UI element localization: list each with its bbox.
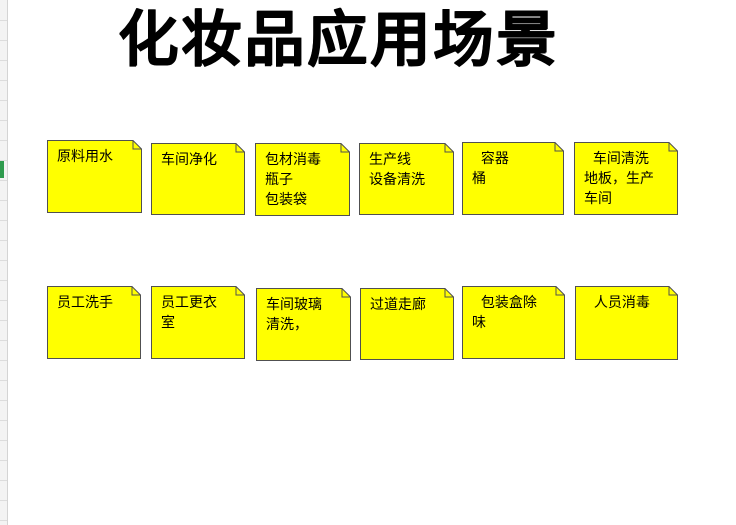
note-body (462, 286, 565, 359)
scenario-note[interactable]: 员工更衣 室 (151, 286, 245, 359)
row-divider (0, 320, 7, 321)
note-body (151, 286, 245, 359)
note-fold-corner (554, 142, 564, 152)
note-label: 过道走廊 (370, 297, 426, 313)
row-divider (0, 280, 7, 281)
note-fold-corner (235, 286, 245, 296)
note-shape (359, 143, 454, 215)
note-fold-corner (341, 288, 351, 298)
note-label: 原料用水 (57, 149, 113, 165)
row-header-strip (0, 0, 8, 525)
note-fold-corner (444, 143, 454, 153)
note-label: 包材消毒 瓶子 包装袋 (265, 152, 321, 208)
note-shape (462, 142, 564, 215)
note-body (47, 286, 141, 359)
scenario-note[interactable]: 员工洗手 (47, 286, 141, 359)
row-divider (0, 180, 7, 181)
row-divider (0, 240, 7, 241)
row-divider (0, 300, 7, 301)
row-divider (0, 140, 7, 141)
note-shape (575, 286, 678, 360)
row-divider (0, 200, 7, 201)
scenario-note[interactable]: 车间玻璃 清洗， (256, 288, 351, 361)
row-divider (0, 460, 7, 461)
row-divider (0, 480, 7, 481)
scenario-note[interactable]: 原料用水 (47, 140, 142, 213)
row-divider (0, 420, 7, 421)
note-label: 容器 桶 (472, 151, 509, 187)
row-divider (0, 380, 7, 381)
row-divider (0, 40, 7, 41)
note-fold-corner (555, 286, 565, 296)
note-body (359, 143, 454, 215)
scenario-note[interactable]: 车间净化 (151, 143, 245, 215)
note-body (462, 142, 564, 215)
note-body (151, 143, 245, 215)
page-title: 化妆品应用场景 (118, 5, 559, 75)
row-divider (0, 500, 7, 501)
note-body (360, 288, 454, 360)
note-shape (255, 143, 350, 216)
note-fold-corner (444, 288, 454, 298)
note-label: 车间玻璃 清洗， (266, 297, 322, 333)
note-fold-corner (668, 142, 678, 152)
scenario-note[interactable]: 人员消毒 (575, 286, 678, 360)
note-label: 包装盒除 味 (472, 295, 537, 331)
row-divider (0, 220, 7, 221)
note-shape (462, 286, 565, 359)
row-divider (0, 60, 7, 61)
row-divider (0, 360, 7, 361)
row-divider (0, 20, 7, 21)
scenario-note[interactable]: 包装盒除 味 (462, 286, 565, 359)
selected-row-marker (0, 160, 4, 178)
note-body (47, 140, 142, 213)
row-divider (0, 520, 7, 521)
note-shape (151, 286, 245, 359)
note-shape (256, 288, 351, 361)
note-label: 生产线 设备清洗 (369, 152, 425, 188)
row-divider (0, 340, 7, 341)
note-label: 人员消毒 (585, 295, 650, 311)
note-shape (47, 140, 142, 213)
note-label: 车间清洗 地板，生产 车间 (584, 151, 654, 207)
note-shape (574, 142, 678, 215)
row-divider (0, 100, 7, 101)
note-body (575, 286, 678, 360)
row-divider (0, 440, 7, 441)
note-shape (47, 286, 141, 359)
note-label: 车间净化 (161, 152, 217, 168)
note-body (256, 288, 351, 361)
note-fold-corner (340, 143, 350, 153)
row-divider (0, 120, 7, 121)
note-shape (360, 288, 454, 360)
note-label: 员工更衣 室 (161, 295, 217, 331)
note-fold-corner (132, 140, 142, 150)
row-divider (0, 160, 7, 161)
row-divider (0, 80, 7, 81)
note-fold-corner (235, 143, 245, 153)
note-fold-corner (668, 286, 678, 296)
row-divider (0, 400, 7, 401)
scenario-note[interactable]: 过道走廊 (360, 288, 454, 360)
scenario-note[interactable]: 生产线 设备清洗 (359, 143, 454, 215)
note-body (255, 143, 350, 216)
scenario-note[interactable]: 车间清洗 地板，生产 车间 (574, 142, 678, 215)
note-fold-corner (131, 286, 141, 296)
row-divider (0, 260, 7, 261)
note-body (574, 142, 678, 215)
note-label: 员工洗手 (57, 295, 113, 311)
scenario-note[interactable]: 包材消毒 瓶子 包装袋 (255, 143, 350, 216)
scenario-note[interactable]: 容器 桶 (462, 142, 564, 215)
note-shape (151, 143, 245, 215)
